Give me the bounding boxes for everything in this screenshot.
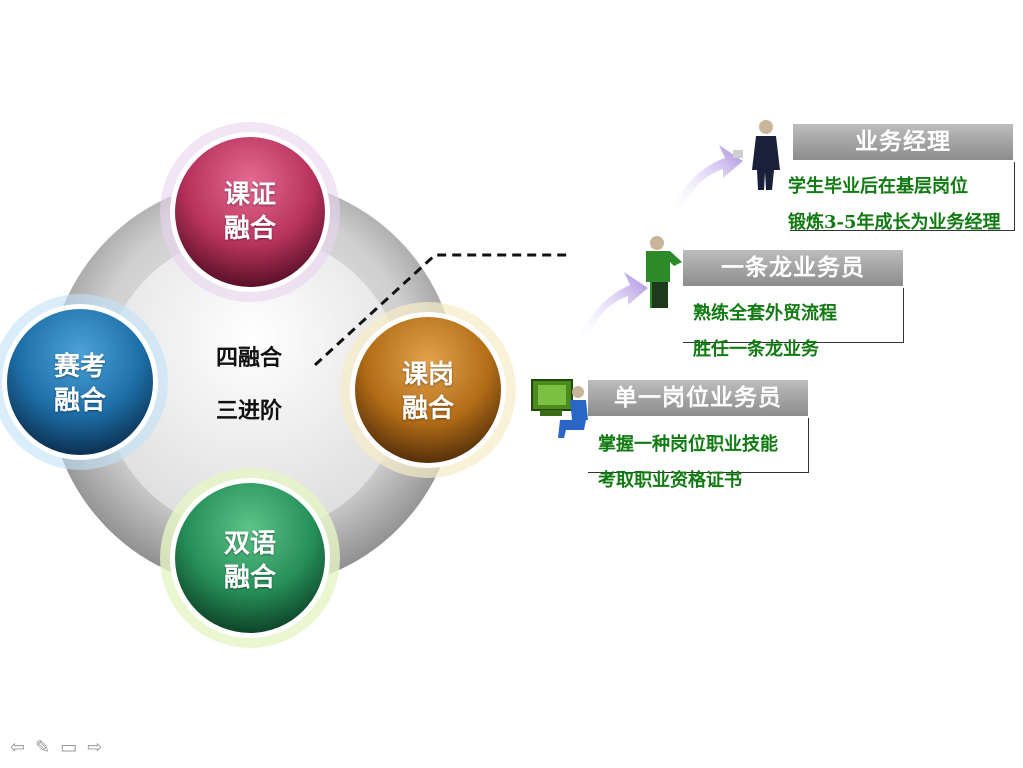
role-desc-all-round-2: 胜任一条龙业务: [693, 339, 819, 360]
left-node-label-line1: 赛考: [53, 352, 106, 382]
businessman-icon: [733, 120, 780, 190]
bottom-node: [175, 483, 325, 633]
bottom-node-label-line1: 双语: [223, 529, 276, 559]
top-node-label-line1: 课证: [223, 180, 276, 210]
right-node-label-line1: 课岗: [401, 360, 454, 390]
center-text-line2: 三进阶: [216, 398, 283, 424]
role-desc-manager-1: 学生毕业后在基层岗位: [788, 176, 968, 197]
left-node: [7, 309, 153, 455]
back-arrow-icon[interactable]: ⇦: [10, 737, 26, 758]
inner-disc: [103, 234, 403, 534]
menu-icon[interactable]: ▭: [60, 737, 78, 758]
left-node-label-line2: 融合: [53, 386, 106, 416]
top-node: [175, 137, 325, 287]
role-title-all-round: 一条龙业务员: [683, 250, 903, 286]
top-node-label-line2: 融合: [223, 214, 276, 244]
computer-user-icon: [531, 379, 588, 438]
right-node-label: 课岗 融合: [358, 358, 498, 426]
pen-icon[interactable]: ✎: [35, 737, 51, 758]
top-node-label: 课证 融合: [180, 178, 320, 246]
role-desc-all-round-1: 熟练全套外贸流程: [693, 303, 837, 324]
right-node: [355, 317, 501, 463]
role-bracket-single: [588, 418, 809, 473]
phone-worker-icon: [646, 236, 682, 308]
progress-arrow-lower: [575, 272, 648, 345]
slide-navigation: ⇦ ✎ ▭ ⇨: [10, 737, 102, 758]
role-desc-manager-2: 锻炼3-5年成长为业务经理: [788, 212, 1001, 233]
progress-arrow-upper: [668, 145, 743, 215]
right-node-label-line2: 融合: [401, 394, 454, 424]
forward-arrow-icon[interactable]: ⇨: [87, 737, 103, 758]
role-title-manager: 业务经理: [793, 124, 1013, 160]
role-bracket-manager: [790, 162, 1015, 231]
bottom-node-label-line2: 融合: [223, 563, 276, 593]
role-desc-single-2: 考取职业资格证书: [598, 470, 742, 491]
role-desc-single-1: 掌握一种岗位职业技能: [598, 434, 778, 455]
role-title-single: 单一岗位业务员: [588, 380, 808, 416]
role-bracket-all-round: [683, 288, 904, 343]
bottom-node-label: 双语 融合: [180, 527, 320, 595]
center-text-line1: 四融合: [216, 345, 283, 371]
left-node-label: 赛考 融合: [10, 350, 150, 418]
